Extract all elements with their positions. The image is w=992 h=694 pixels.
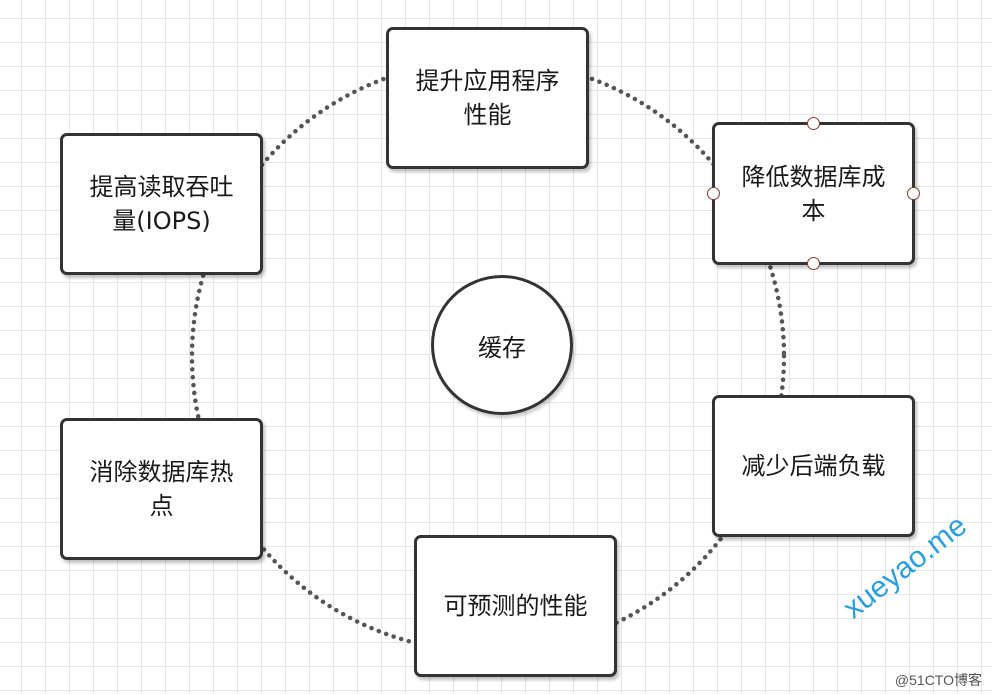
node-label-line: 量(IOPS) [112, 207, 211, 235]
node-reduce-database-cost[interactable]: 降低数据库成 本 [712, 122, 915, 265]
node-label-line: 提升应用程序 [415, 67, 560, 95]
node-label-line: 消除数据库热 [89, 458, 234, 486]
resize-handle-top[interactable] [807, 117, 820, 130]
center-node-cache[interactable]: 缓存 [431, 275, 573, 415]
resize-handle-left[interactable] [707, 187, 720, 200]
node-eliminate-db-hotspots[interactable]: 消除数据库热 点 [60, 418, 263, 560]
node-label-line: 性能 [463, 101, 512, 129]
node-predictable-performance[interactable]: 可预测的性能 [414, 535, 617, 677]
resize-handle-bottom[interactable] [807, 257, 820, 270]
node-label-line: 减少后端负载 [741, 452, 886, 480]
node-label-line: 提高读取吞吐 [89, 173, 234, 201]
node-improve-app-performance[interactable]: 提升应用程序 性能 [386, 27, 589, 169]
node-label-line: 降低数据库成 [741, 162, 886, 191]
node-label-line: 可预测的性能 [443, 592, 588, 620]
node-reduce-backend-load[interactable]: 减少后端负载 [712, 395, 915, 537]
node-label-line: 点 [149, 492, 174, 520]
center-node-label: 缓存 [478, 333, 526, 362]
node-increase-read-throughput[interactable]: 提高读取吞吐 量(IOPS) [60, 133, 263, 275]
resize-handle-right[interactable] [907, 187, 920, 200]
node-label-line: 本 [801, 196, 826, 225]
blog-watermark: @51CTO博客 [894, 672, 982, 688]
